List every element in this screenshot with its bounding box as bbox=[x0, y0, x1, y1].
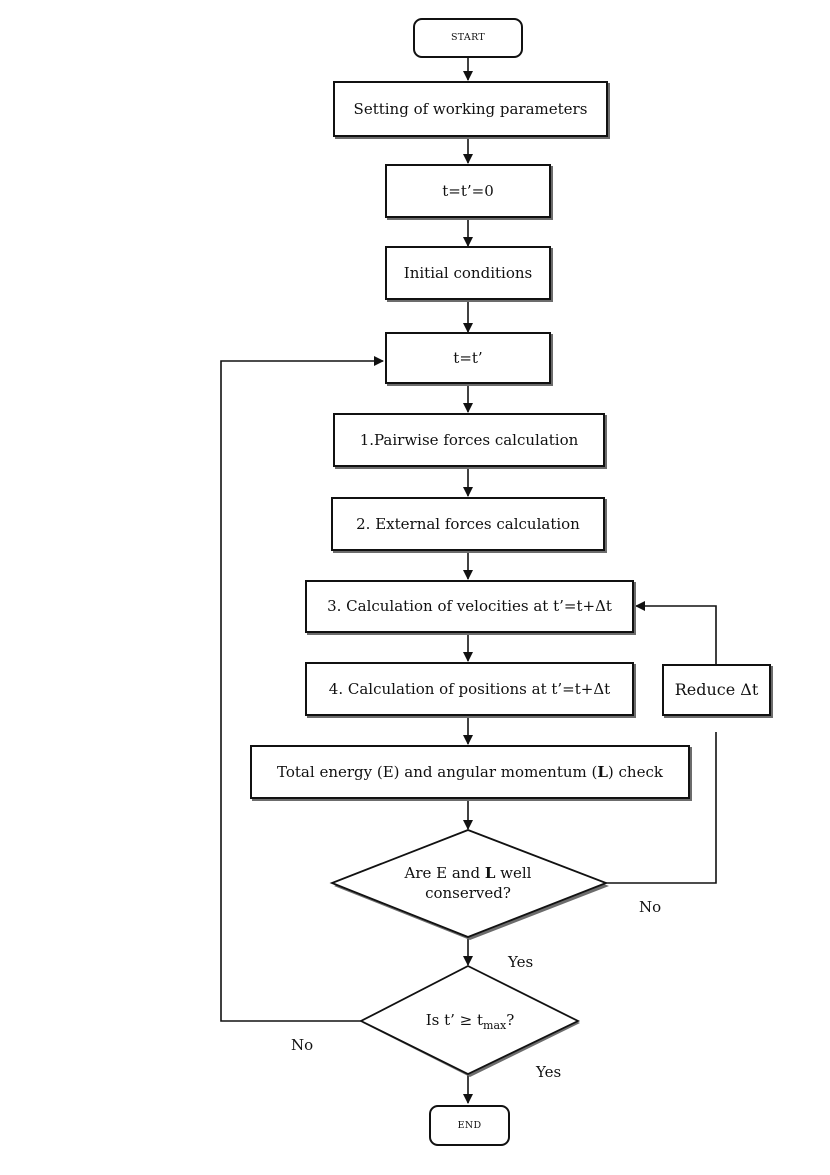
arrow-reduce-to-velocities bbox=[635, 601, 717, 664]
tmax-question-sub: max bbox=[483, 1019, 507, 1032]
time-init-box: t=t’=0 bbox=[385, 164, 551, 218]
tmax-question-text: Is t’ ≥ tmax? bbox=[400, 1011, 540, 1033]
energy-momentum-check-box: Total energy (E) and angular momentum (L… bbox=[250, 745, 690, 799]
pairwise-forces-box: 1.Pairwise forces calculation bbox=[333, 413, 605, 467]
pairwise-forces-label: 1.Pairwise forces calculation bbox=[359, 430, 579, 449]
tmax-question-part2: ? bbox=[506, 1011, 515, 1029]
setting-parameters-box: Setting of working parameters bbox=[333, 81, 608, 137]
tmax-question-part1: Is t’ ≥ t bbox=[425, 1011, 484, 1029]
energy-momentum-check-label: Total energy (E) and angular momentum (L… bbox=[277, 763, 663, 782]
external-forces-label: 2. External forces calculation bbox=[356, 514, 580, 533]
label-conserved-no: No bbox=[639, 898, 662, 916]
conserved-question-part2: well bbox=[495, 864, 532, 882]
energy-check-bold-l: L bbox=[597, 762, 608, 781]
positions-label: 4. Calculation of positions at t’=t+Δt bbox=[328, 679, 611, 698]
label-tmax-yes: Yes bbox=[536, 1063, 562, 1081]
external-forces-box: 2. External forces calculation bbox=[331, 497, 605, 551]
time-update-box: t=t’ bbox=[385, 332, 551, 384]
end-terminal-label: END bbox=[457, 1119, 482, 1131]
time-update-label: t=t’ bbox=[453, 348, 483, 367]
velocities-box: 3. Calculation of velocities at t’=t+Δt bbox=[305, 580, 634, 633]
initial-conditions-box: Initial conditions bbox=[385, 246, 551, 300]
reduce-dt-label: Reduce Δt bbox=[674, 680, 759, 699]
reduce-dt-box: Reduce Δt bbox=[662, 664, 771, 716]
initial-conditions-label: Initial conditions bbox=[403, 263, 533, 282]
conserved-question-line2: conserved? bbox=[425, 883, 511, 902]
energy-check-text-part1: Total energy (E) and angular momentum ( bbox=[277, 762, 598, 781]
end-terminal: END bbox=[429, 1105, 510, 1146]
start-terminal-label: START bbox=[450, 32, 485, 44]
start-terminal: START bbox=[413, 18, 523, 58]
positions-box: 4. Calculation of positions at t’=t+Δt bbox=[305, 662, 634, 716]
conserved-question-text: Are E and L well conserved? bbox=[368, 864, 568, 903]
setting-parameters-label: Setting of working parameters bbox=[353, 99, 588, 118]
time-init-label: t=t’=0 bbox=[442, 181, 494, 200]
velocities-label: 3. Calculation of velocities at t’=t+Δt bbox=[327, 597, 612, 616]
label-tmax-no: No bbox=[291, 1036, 314, 1054]
conserved-question-part1: Are E and bbox=[404, 864, 485, 882]
conserved-question-bold-l: L bbox=[484, 864, 496, 882]
label-conserved-yes: Yes bbox=[508, 953, 534, 971]
energy-check-text-part2: ) check bbox=[607, 762, 663, 781]
